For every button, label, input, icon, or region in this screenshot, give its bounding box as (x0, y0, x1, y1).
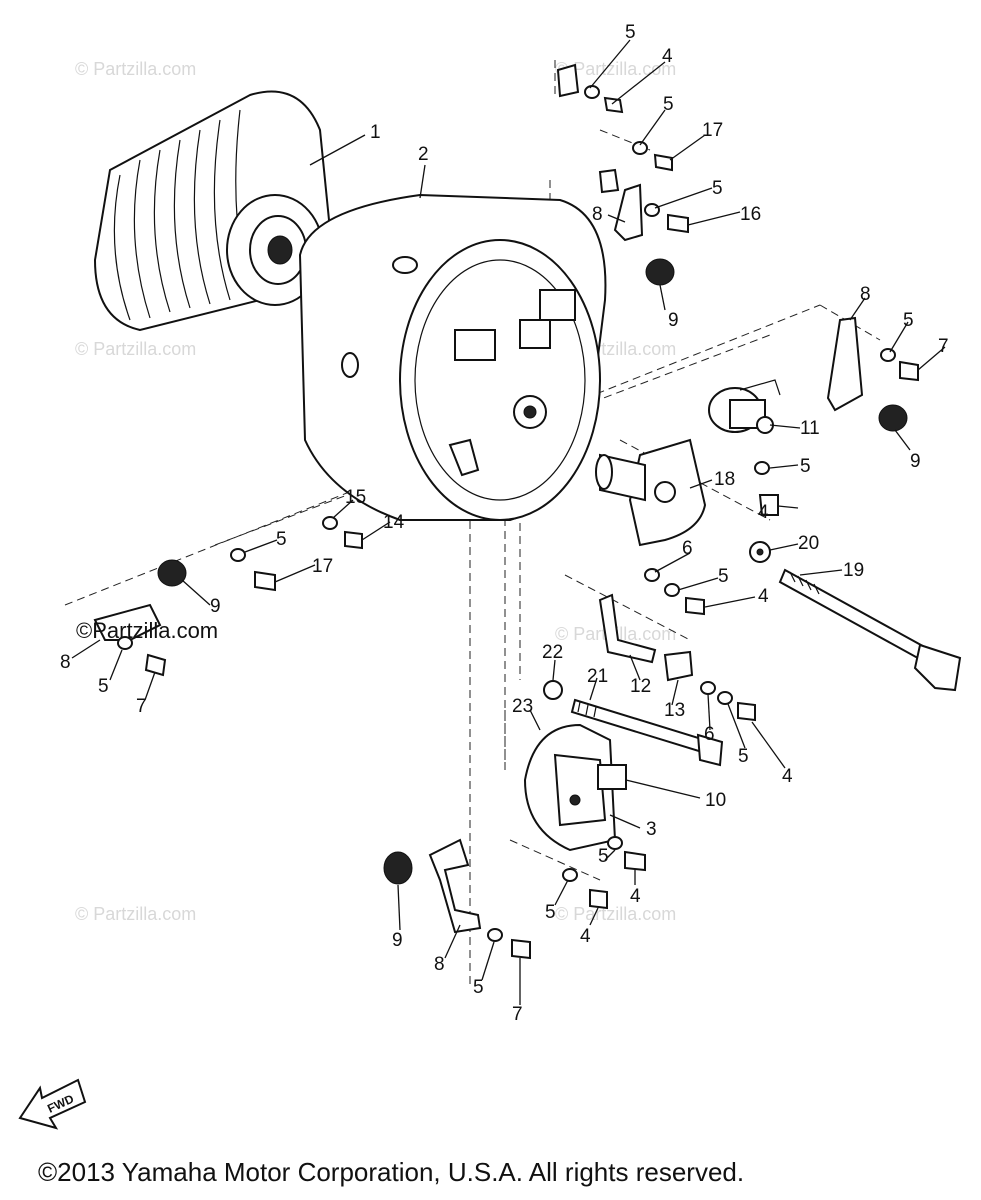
callout-4: 4 (630, 886, 641, 907)
callout-5: 5 (625, 22, 636, 43)
callout-20: 20 (798, 533, 819, 554)
part-19-bolt (778, 568, 962, 692)
watermark: © Partzilla.com (75, 59, 196, 79)
leader-lines (71, 39, 946, 1005)
watermark: © Partzilla.com (555, 59, 676, 79)
callout-10: 10 (705, 790, 726, 811)
callout-5: 5 (712, 178, 723, 199)
callout-22: 22 (542, 642, 563, 663)
callout-9: 9 (668, 310, 679, 331)
callout-19: 19 (843, 560, 864, 581)
copyright-notice: ©2013 Yamaha Motor Corporation, U.S.A. A… (38, 1157, 745, 1187)
callout-4: 4 (580, 926, 591, 947)
callout-1: 1 (370, 122, 381, 143)
callout-18: 18 (714, 469, 735, 490)
callout-6: 6 (704, 724, 715, 745)
part-18-plate (595, 438, 707, 547)
callout-8: 8 (434, 954, 445, 975)
part-11-condenser (708, 379, 781, 434)
watermark: © Partzilla.com (75, 904, 196, 924)
callout-5: 5 (473, 977, 484, 998)
callout-2: 2 (418, 144, 429, 165)
callout-9: 9 (392, 930, 403, 951)
callout-6: 6 (682, 538, 693, 559)
bottom-fastener-group (383, 836, 646, 960)
callout-13: 13 (664, 700, 685, 721)
callout-5: 5 (663, 94, 674, 115)
callout-14: 14 (383, 512, 405, 533)
watermark: © Partzilla.com (75, 339, 196, 359)
callout-3: 3 (646, 819, 657, 840)
watermark-inline: ©Partzilla.com (76, 618, 218, 643)
callout-5: 5 (903, 310, 914, 331)
part-housing (298, 193, 607, 521)
part-rotor (93, 90, 332, 332)
callout-11: 11 (800, 418, 820, 439)
upper-fastener-group (556, 63, 689, 286)
callout-4: 4 (782, 766, 793, 787)
fwd-arrow-icon: FWD (18, 1078, 87, 1130)
callout-7: 7 (136, 696, 147, 717)
callout-5: 5 (718, 566, 729, 587)
callout-17: 17 (702, 120, 723, 141)
callout-5: 5 (738, 746, 749, 767)
callout-5: 5 (545, 902, 556, 923)
callout-4: 4 (662, 46, 673, 67)
callout-21: 21 (587, 666, 608, 687)
callout-4: 4 (758, 586, 769, 607)
callout-7: 7 (512, 1004, 523, 1025)
left-fastener-group (93, 516, 363, 677)
mid-right-fastener-group (644, 568, 756, 722)
callout-5: 5 (98, 676, 109, 697)
callout-5: 5 (800, 456, 811, 477)
callout-8: 8 (860, 284, 871, 305)
callout-8: 8 (592, 204, 603, 225)
part-22-washer (543, 680, 563, 700)
part-12-bracket (598, 593, 657, 664)
part-21-bolt (570, 698, 724, 767)
callout-9: 9 (210, 596, 221, 617)
callout-17: 17 (312, 556, 333, 577)
right-fastener-group (754, 316, 919, 516)
callout-labels: 1 2 3 4 4 4 4 4 4 5 5 5 5 5 5 5 5 5 5 5 … (60, 22, 949, 1025)
callout-16: 16 (740, 204, 761, 225)
part-13-clip (663, 650, 694, 682)
callout-5: 5 (598, 846, 609, 867)
callout-5: 5 (276, 529, 287, 550)
watermark: © Partzilla.com (555, 904, 676, 924)
callout-23: 23 (512, 696, 533, 717)
callout-4: 4 (758, 502, 769, 523)
callout-12: 12 (630, 676, 651, 697)
callout-7: 7 (938, 336, 949, 357)
callout-15: 15 (345, 487, 366, 508)
callout-9: 9 (910, 451, 921, 472)
callout-8: 8 (60, 652, 71, 673)
part-23-breaker-assembly (523, 723, 627, 852)
